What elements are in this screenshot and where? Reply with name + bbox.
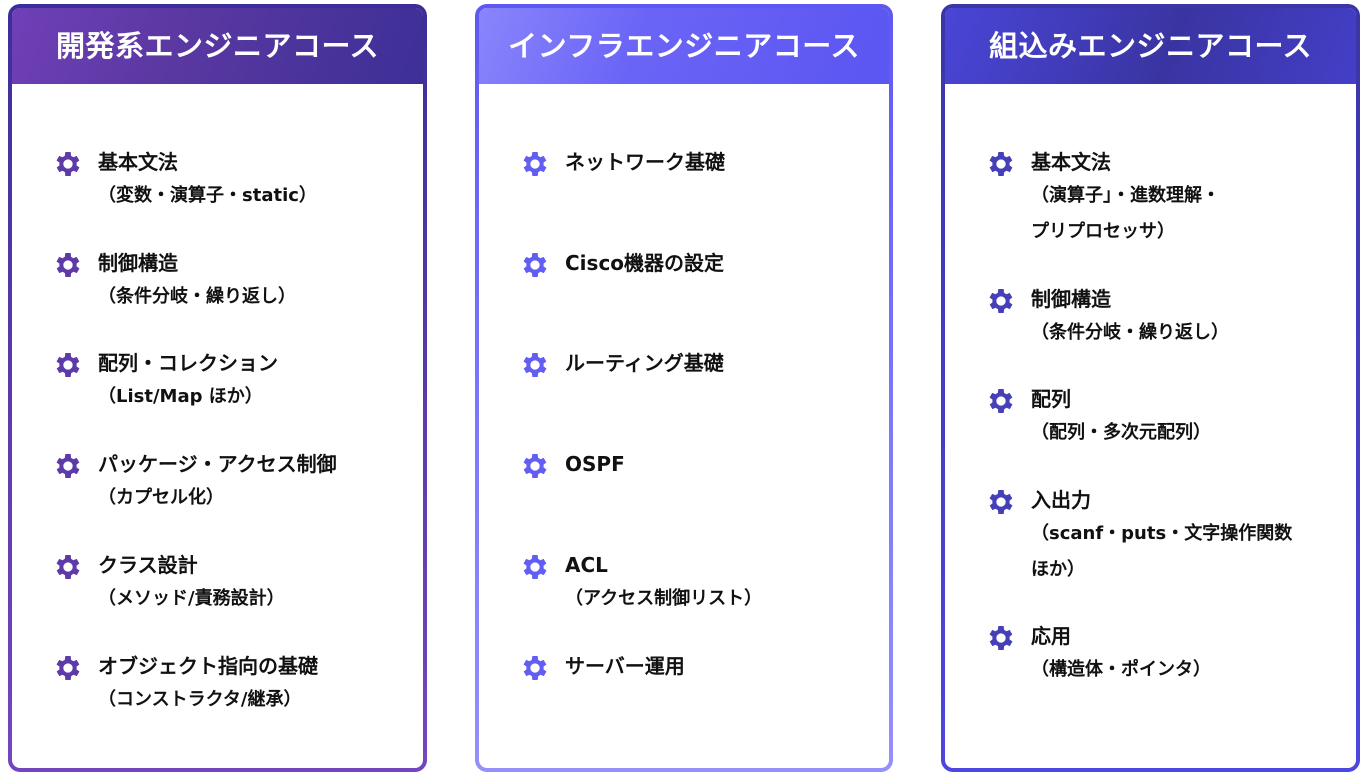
gear-icon (523, 152, 547, 176)
topic-title: パッケージ・アクセス制御 (98, 452, 337, 476)
list-item: オブジェクト指向の基礎 （コンストラクタ/継承） (52, 650, 318, 718)
gear-icon (523, 656, 547, 680)
topic-subtitle: （メソッド/責務設計） (98, 588, 285, 609)
gear-icon (56, 152, 80, 176)
topic-title: 基本文法 (98, 150, 178, 174)
list-item: 制御構造 （条件分岐・繰り返し） (52, 247, 296, 315)
list-item: 制御構造 （条件分岐・繰り返し） (985, 283, 1229, 351)
list-item: 基本文法 （演算子」・進数理解・ プリプロセッサ） (985, 146, 1220, 250)
topic-title: クラス設計 (98, 553, 198, 577)
list-item: OSPF (519, 448, 625, 480)
topic-subtitle: （演算子」・進数理解・ プリプロセッサ） (1031, 185, 1220, 242)
course-card-development: 開発系エンジニアコース 基本文法 （変数・演算子・static） 制御構造 （条… (8, 4, 427, 772)
gear-icon (523, 253, 547, 277)
gear-icon (56, 555, 80, 579)
topic-title: ネットワーク基礎 (565, 150, 725, 174)
topic-title: OSPF (565, 452, 625, 476)
list-item: 基本文法 （変数・演算子・static） (52, 146, 317, 214)
gear-icon (56, 454, 80, 478)
gear-icon (989, 289, 1013, 313)
gear-icon (523, 454, 547, 478)
gear-icon (989, 389, 1013, 413)
topic-subtitle: （アクセス制御リスト） (565, 588, 763, 609)
topic-subtitle: （条件分岐・繰り返し） (98, 286, 296, 307)
topic-title: 制御構造 (98, 251, 178, 275)
list-item: 入出力 （scanf・puts・文字操作関数 ほか） (985, 484, 1292, 588)
gear-icon (523, 353, 547, 377)
topic-subtitle: （コンストラクタ/継承） (98, 689, 302, 710)
gear-icon (989, 626, 1013, 650)
topic-title: ルーティング基礎 (565, 351, 724, 375)
topic-title: 入出力 (1031, 488, 1091, 512)
topic-title: 配列・コレクション (98, 351, 278, 375)
list-item: ネットワーク基礎 (519, 146, 725, 178)
list-item: クラス設計 （メソッド/責務設計） (52, 549, 285, 617)
topic-subtitle: （条件分岐・繰り返し） (1031, 322, 1229, 343)
list-item: パッケージ・アクセス制御 （カプセル化） (52, 448, 337, 516)
list-item: ルーティング基礎 (519, 347, 724, 379)
card-title: 組込みエンジニアコース (945, 8, 1356, 84)
gear-icon (56, 656, 80, 680)
topic-title: オブジェクト指向の基礎 (98, 654, 318, 678)
card-title: 開発系エンジニアコース (12, 8, 423, 84)
list-item: Cisco機器の設定 (519, 247, 724, 279)
topic-title: 基本文法 (1031, 150, 1111, 174)
topic-title: サーバー運用 (565, 654, 685, 678)
topic-title: Cisco機器の設定 (565, 251, 725, 275)
topic-title: 配列 (1031, 387, 1071, 411)
topic-subtitle: （配列・多次元配列） (1031, 422, 1211, 443)
topic-list: ネットワーク基礎 Cisco機器の設定 ルーティング基礎 OSPF ACL （ア… (479, 84, 889, 768)
gear-icon (56, 353, 80, 377)
topic-title: 応用 (1031, 624, 1071, 648)
gear-icon (523, 555, 547, 579)
topic-subtitle: （カプセル化） (98, 487, 224, 508)
topic-list: 基本文法 （演算子」・進数理解・ プリプロセッサ） 制御構造 （条件分岐・繰り返… (945, 84, 1356, 768)
topic-title: 制御構造 (1031, 287, 1111, 311)
list-item: 配列・コレクション （List/Map ほか） (52, 347, 278, 415)
card-title: インフラエンジニアコース (479, 8, 889, 84)
list-item: サーバー運用 (519, 650, 685, 682)
topic-title: ACL (565, 553, 608, 577)
gear-icon (989, 490, 1013, 514)
topic-subtitle: （scanf・puts・文字操作関数 ほか） (1031, 523, 1293, 580)
gear-icon (989, 152, 1013, 176)
topic-subtitle: （List/Map ほか） (98, 386, 263, 407)
topic-list: 基本文法 （変数・演算子・static） 制御構造 （条件分岐・繰り返し） 配列… (12, 84, 423, 768)
topic-subtitle: （構造体・ポインタ） (1031, 659, 1211, 680)
list-item: 応用 （構造体・ポインタ） (985, 620, 1211, 688)
gear-icon (56, 253, 80, 277)
course-card-infrastructure: インフラエンジニアコース ネットワーク基礎 Cisco機器の設定 ルーティング基… (475, 4, 893, 772)
topic-subtitle: （変数・演算子・static） (98, 185, 317, 206)
list-item: ACL （アクセス制御リスト） (519, 549, 762, 617)
course-card-embedded: 組込みエンジニアコース 基本文法 （演算子」・進数理解・ プリプロセッサ） 制御… (941, 4, 1360, 772)
list-item: 配列 （配列・多次元配列） (985, 383, 1211, 451)
